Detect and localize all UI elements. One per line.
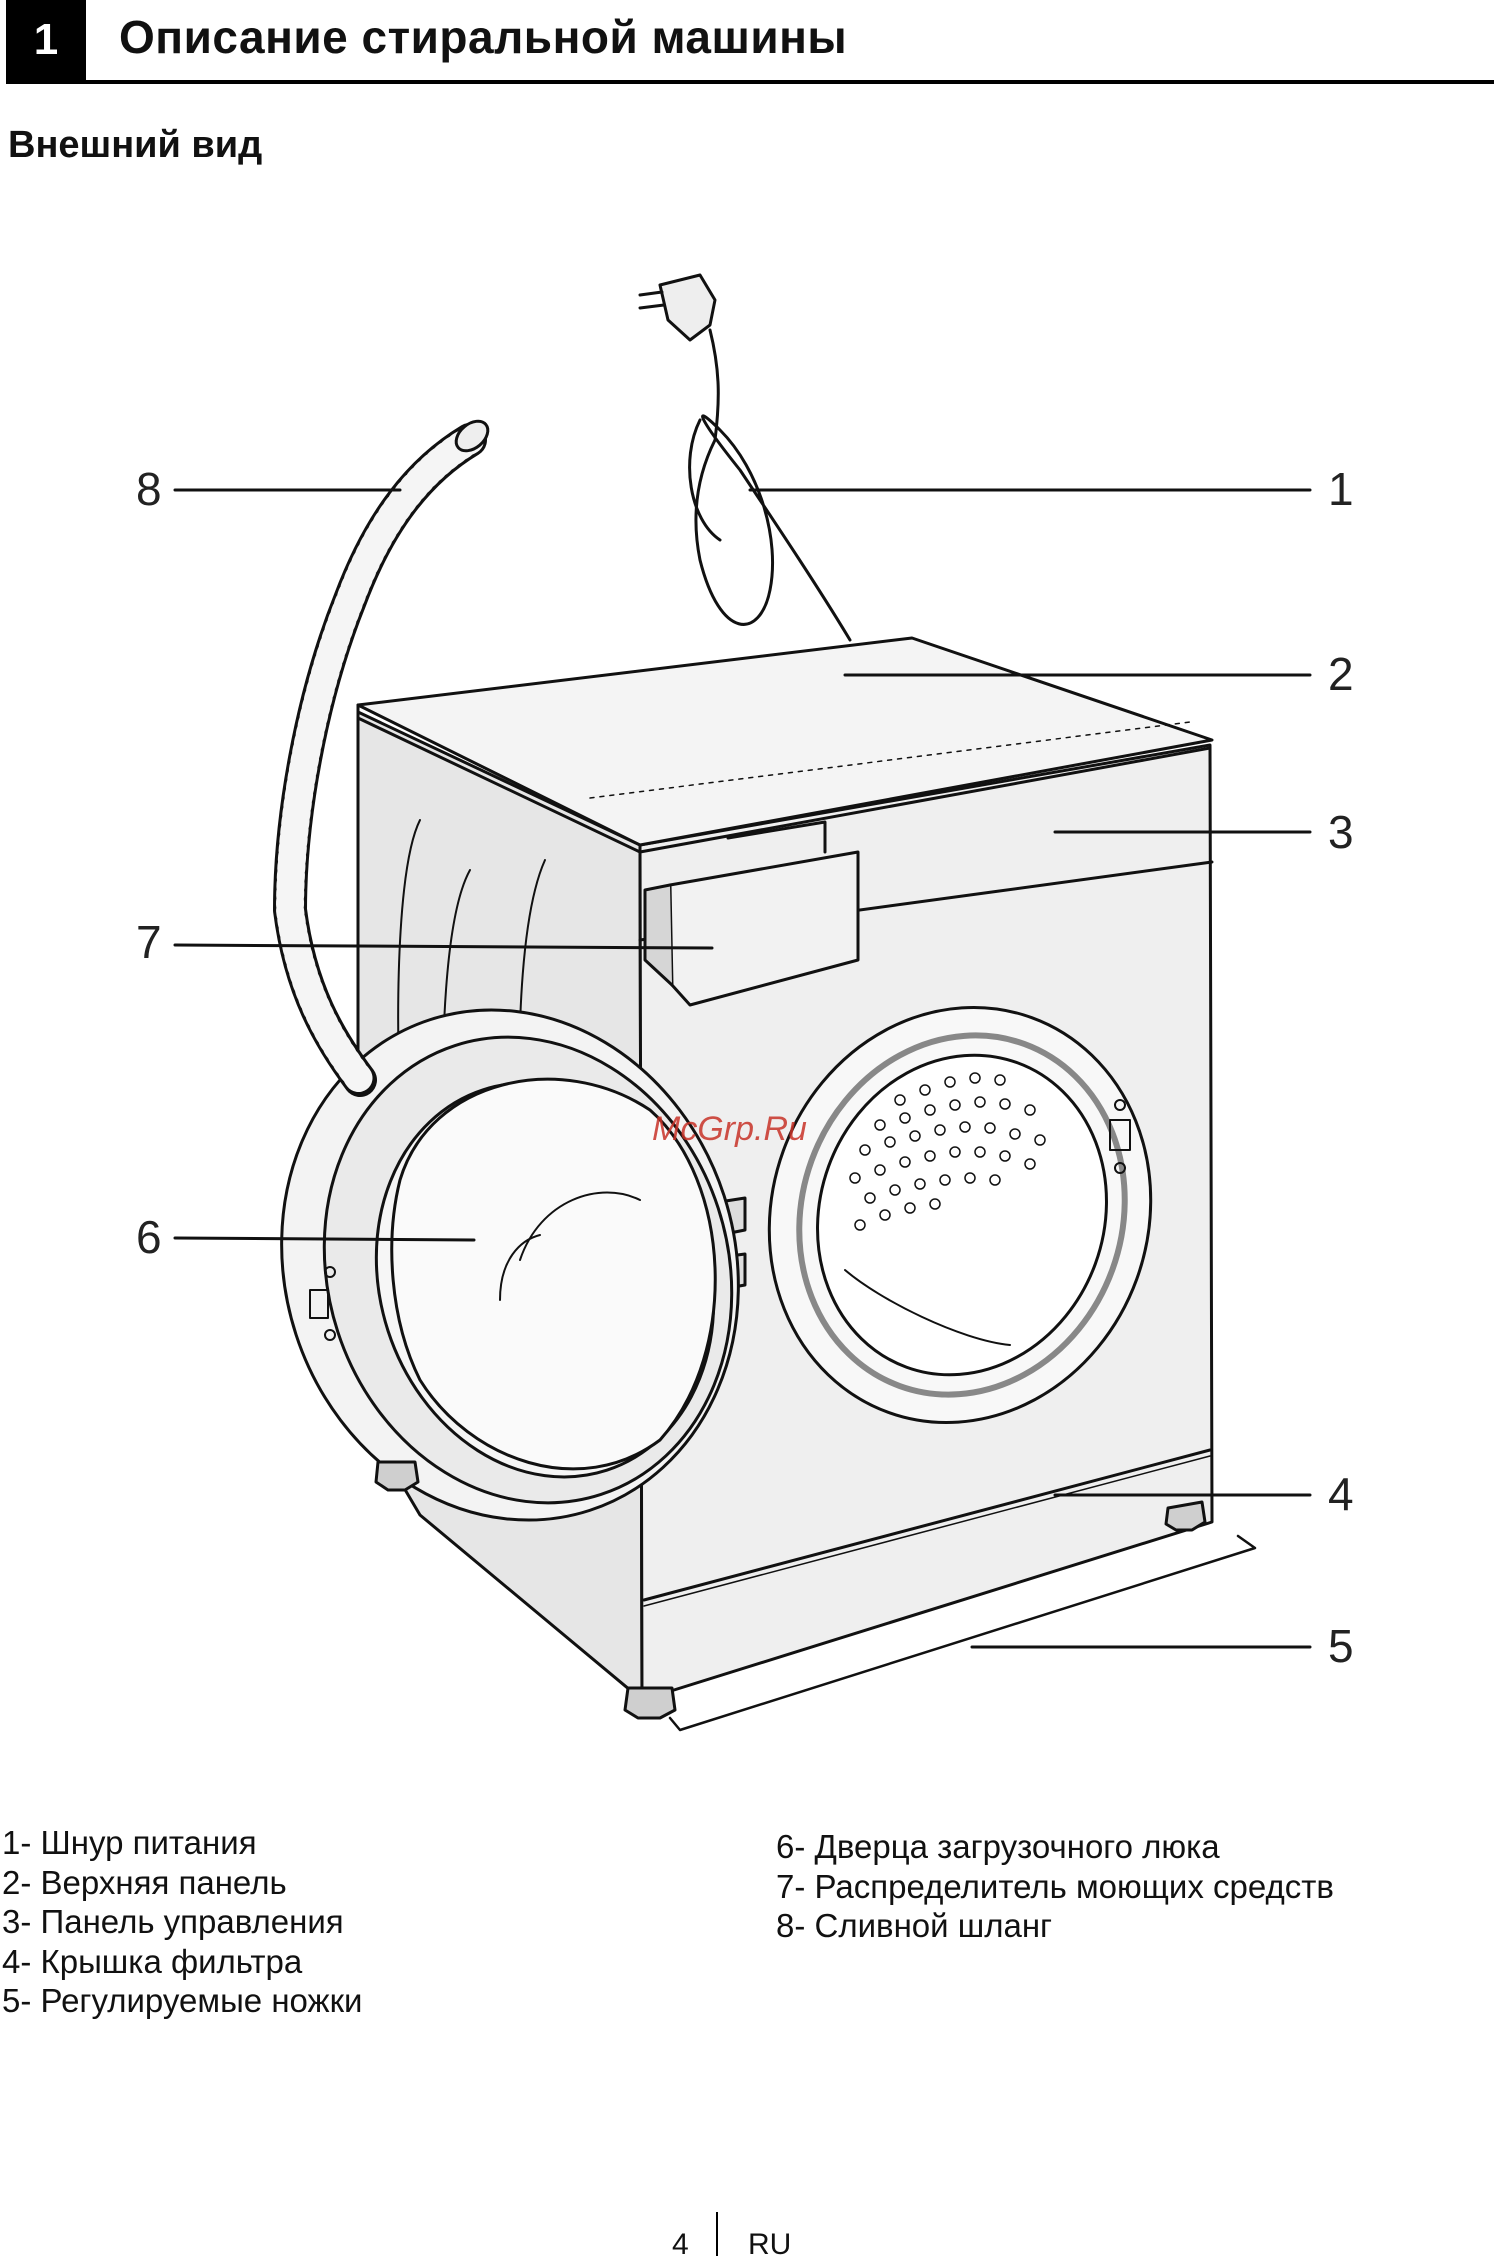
legend-left: 1- Шнур питания 2- Верхняя панель 3- Пан…: [2, 1823, 362, 2021]
foot-front-left: [625, 1688, 675, 1718]
power-cord: [696, 330, 850, 640]
callout-2: 2: [1328, 647, 1354, 701]
legend-item: 7- Распределитель моющих средств: [776, 1867, 1334, 1907]
callout-8: 8: [136, 462, 162, 516]
foot-back-left: [376, 1462, 418, 1490]
legend-item: 5- Регулируемые ножки: [2, 1981, 362, 2021]
page-number: 4: [672, 2228, 689, 2262]
legend-item: 8- Сливной шланг: [776, 1906, 1334, 1946]
legend-right: 6- Дверца загрузочного люка 7- Распредел…: [776, 1827, 1334, 1946]
callout-1: 1: [1328, 462, 1354, 516]
legend-item: 1- Шнур питания: [2, 1823, 362, 1863]
legend-item: 3- Панель управления: [2, 1902, 362, 1942]
legend-item: 6- Дверца загрузочного люка: [776, 1827, 1334, 1867]
legend-item: 4- Крышка фильтра: [2, 1942, 362, 1982]
language-code: RU: [748, 2228, 791, 2262]
callout-6: 6: [136, 1210, 162, 1264]
callout-3: 3: [1328, 805, 1354, 859]
watermark-text: McGrp.Ru: [652, 1110, 807, 1149]
foot-front-right: [1166, 1502, 1205, 1530]
footer-divider: [716, 2212, 718, 2256]
callout-4: 4: [1328, 1467, 1354, 1521]
callout-5: 5: [1328, 1619, 1354, 1673]
legend-item: 2- Верхняя панель: [2, 1863, 362, 1903]
power-plug: [660, 275, 715, 340]
callout-7: 7: [136, 915, 162, 969]
